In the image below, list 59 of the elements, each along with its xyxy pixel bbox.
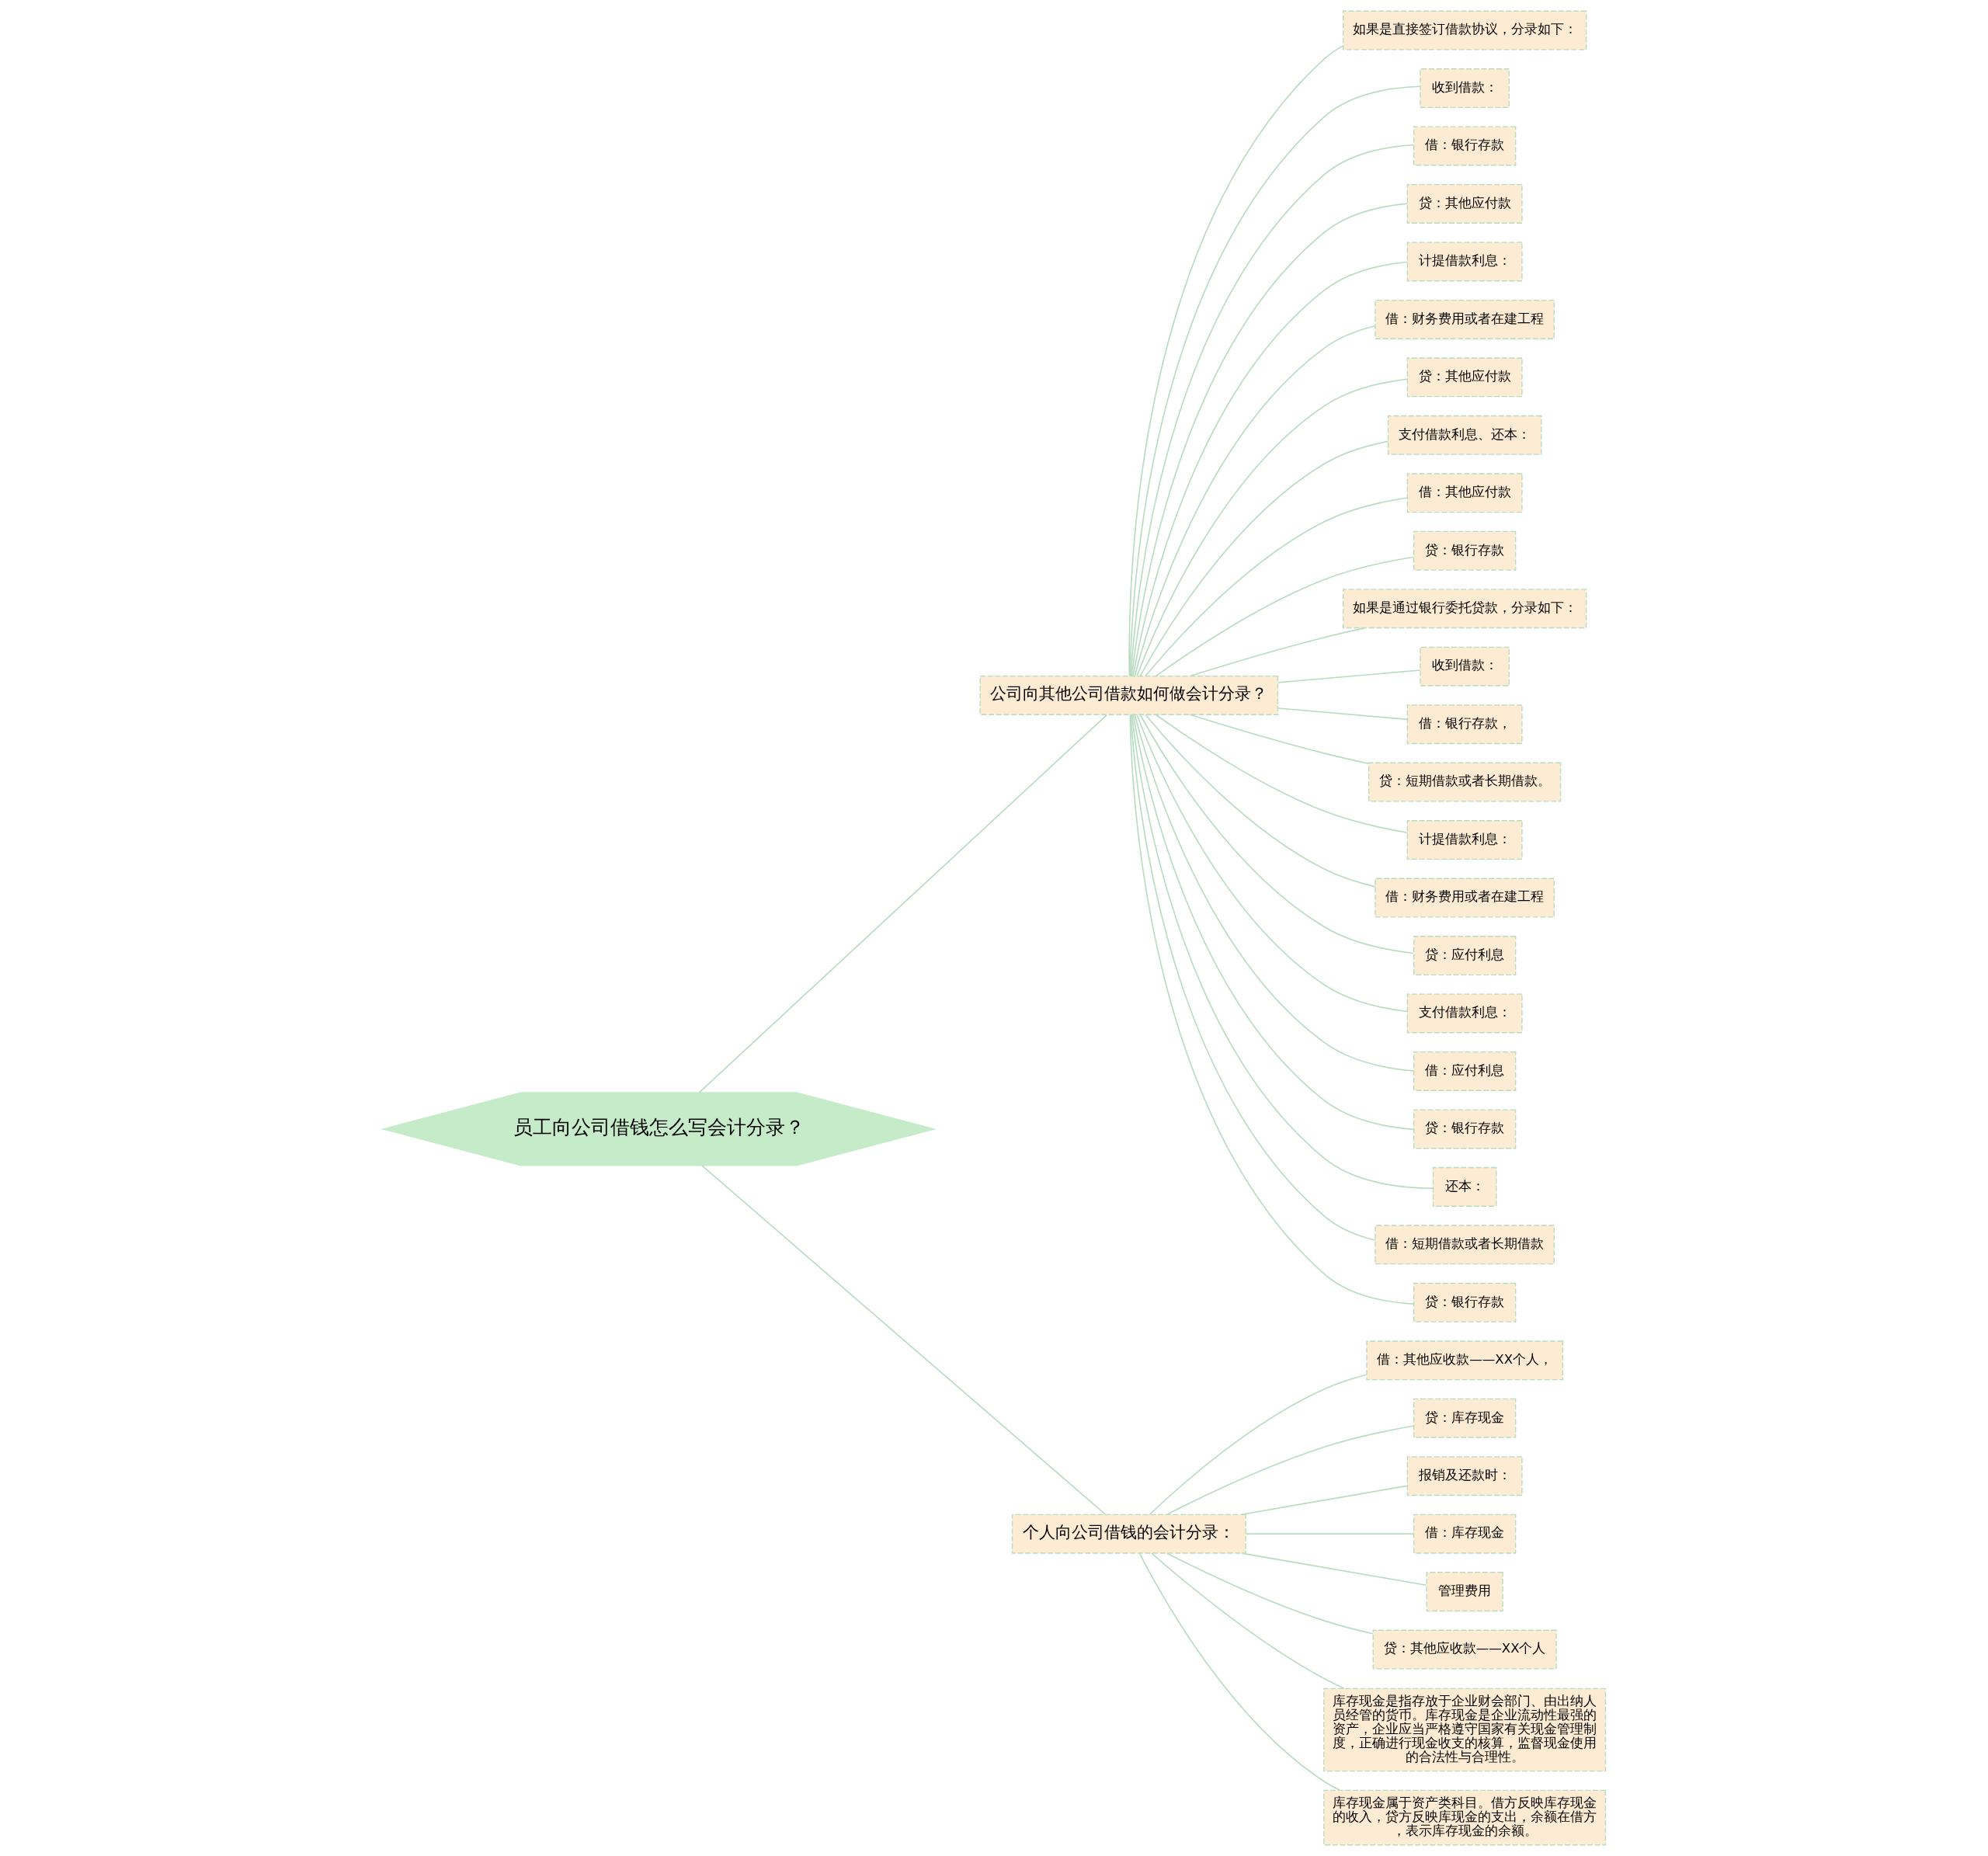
connector (1130, 714, 1376, 1241)
node-box: 收到借款： (1419, 68, 1510, 109)
node-box: 收到借款： (1419, 646, 1510, 686)
connector (1277, 669, 1420, 683)
connector (1144, 497, 1408, 677)
connector (698, 714, 1107, 1093)
connector (1128, 714, 1414, 1305)
node-box: 计提借款利息： (1406, 820, 1523, 860)
connector (1131, 714, 1434, 1190)
node-box: 借：应付利息 (1413, 1051, 1516, 1091)
connector (1144, 714, 1376, 888)
connector (1189, 627, 1365, 677)
node-box: 借：其他应付款 (1406, 473, 1523, 513)
connector (1135, 378, 1408, 677)
node-box: 贷：银行存款 (1413, 1109, 1516, 1149)
node-box: 借：短期借款或者长期借款 (1374, 1225, 1555, 1265)
connector (700, 1165, 1107, 1516)
connector (1240, 1485, 1408, 1516)
node-box: 贷：银行存款 (1413, 530, 1516, 571)
connector (1149, 1374, 1367, 1516)
connector (1155, 556, 1414, 677)
node-box: 支付借款利息、还本： (1387, 415, 1541, 455)
connector (1135, 714, 1408, 1013)
node-box: 还本： (1432, 1166, 1496, 1207)
node-box: 管理费用 (1426, 1572, 1503, 1612)
node-box: 借：财务费用或者在建工程 (1374, 878, 1555, 918)
connector (1138, 1552, 1340, 1792)
connector (1277, 707, 1408, 721)
node-box: 借：库存现金 (1413, 1514, 1516, 1554)
connector (1134, 325, 1375, 677)
connector (1150, 1552, 1345, 1690)
node-box: 如果是直接签订借款协议，分录如下： (1342, 10, 1587, 50)
node-box: 库存现金是指存放于企业财会部门、由出纳人员经管的货币。库存现金是企业流动性最强的资产，企业应当严格遵守国家有关现金管理制度，正确进行现金收支的核算，监督现金使用的合法性与合理性。 (1322, 1687, 1606, 1772)
node-box: 公司向其他公司借款如何做会计分录？ (978, 675, 1278, 715)
node-box: 如果是通过银行委托贷款，分录如下： (1342, 589, 1587, 629)
connector (1240, 1552, 1427, 1587)
node-box: 贷：其他应付款 (1406, 183, 1523, 224)
connector (1166, 1425, 1414, 1515)
node-box: 借：银行存款 (1413, 126, 1516, 166)
node-box: 报销及还款时： (1406, 1456, 1523, 1496)
node-box: 贷：库存现金 (1413, 1398, 1516, 1438)
node-box: 借：其他应收款——XX个人， (1365, 1340, 1563, 1381)
node-box: 贷：其他应收款——XX个人 (1372, 1629, 1557, 1670)
node-box: 贷：其他应付款 (1406, 357, 1523, 398)
node-box: 库存现金属于资产类科目。借方反映库存现金的收入，贷方反映库现金的支出，余额在借方，表示库存现金的余额。 (1322, 1789, 1606, 1846)
node-box: 借：财务费用或者在建工程 (1374, 299, 1555, 339)
connector (1189, 714, 1369, 765)
node-box: 贷：应付利息 (1413, 936, 1516, 975)
connector (1244, 1533, 1414, 1535)
node-box: 支付借款利息： (1406, 993, 1523, 1034)
connector (1166, 1552, 1374, 1635)
node-box: 个人向公司借钱的会计分录： (1011, 1514, 1246, 1554)
connector (1155, 714, 1408, 834)
node-box: 贷：银行存款 (1413, 1282, 1516, 1322)
node-box: 贷：短期借款或者长期借款。 (1368, 762, 1561, 802)
node-box: 计提借款利息： (1406, 242, 1523, 282)
connector (1138, 714, 1414, 954)
connector (1138, 440, 1388, 677)
node-box: 借：银行存款， (1406, 704, 1523, 745)
